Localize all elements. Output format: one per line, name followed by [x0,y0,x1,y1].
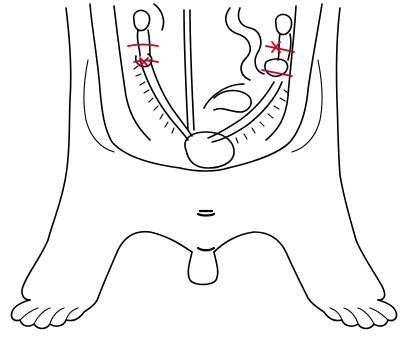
left-fat-pad [154,4,164,30]
left-hindlimb-outer [22,240,48,300]
left-mesentery-fringe [134,66,174,133]
left-ligature-upper [128,45,158,47]
right-ligature-lower [262,70,292,76]
left-skin-flap [90,4,180,168]
left-hindlimb-inner [98,232,192,298]
midline-vessel-left [184,10,188,130]
intestine-loop-3 [214,91,251,112]
intestine-loop-4 [204,84,244,108]
right-oviduct [278,34,291,60]
left-uterine-horn [134,4,192,140]
right-foot [308,298,397,329]
right-ovary [276,14,292,34]
left-foot [11,298,98,329]
right-horn-inner [212,82,282,142]
body-outline [22,8,385,300]
right-flap-fold [292,60,322,152]
left-ovary [134,10,150,30]
right-uterine-horn [204,8,292,143]
navel-mark [198,211,214,216]
abdominal-cavity [84,4,322,168]
right-hindlimb-outer [356,240,385,300]
tail-base [188,252,217,285]
left-flank-outline [48,8,71,240]
midline-vessels [184,10,194,130]
intestine-loop-1 [226,8,250,80]
genital-mark [198,248,214,250]
right-flank-outline [336,8,356,240]
right-skin-flap [228,4,322,168]
right-hindlimb-inner [214,232,308,298]
left-oviduct [137,30,150,56]
left-toe-lines [20,308,78,324]
left-horn-outer [140,60,188,140]
left-foot-outline [11,298,98,329]
right-toe-lines [330,308,388,324]
midline-vessel-right [190,10,194,130]
